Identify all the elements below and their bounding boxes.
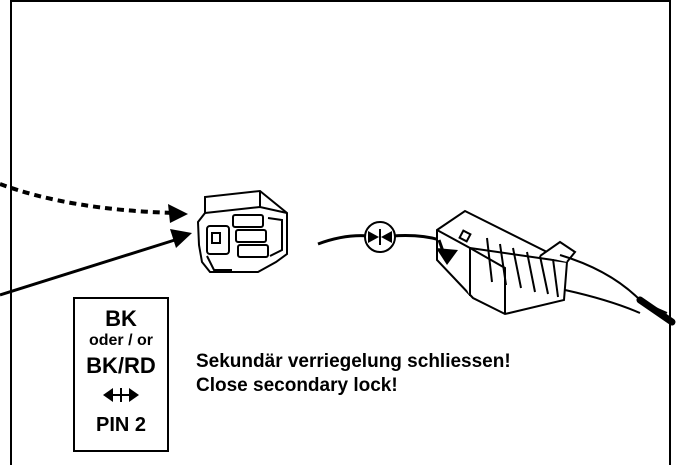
mating-indicator-icon xyxy=(364,221,396,253)
wire-info-box: BK oder / or BK/RD PIN 2 xyxy=(73,297,169,452)
dashed-arrow xyxy=(0,182,176,215)
wire-color-alternative: BK/RD xyxy=(86,353,156,378)
solid-arrow xyxy=(0,237,179,297)
wire-right xyxy=(391,234,441,242)
plug-connector xyxy=(436,209,577,316)
dashed-arrow-head xyxy=(168,204,188,223)
wire-color-primary: BK xyxy=(105,306,137,331)
pin-label: PIN 2 xyxy=(95,414,147,436)
instruction-german: Sekundär verriegelung schliessen! xyxy=(196,351,511,372)
double-arrow-icon xyxy=(75,385,167,409)
cable xyxy=(636,296,676,326)
wire-left xyxy=(317,234,370,246)
insertion-arrow-head xyxy=(436,248,458,265)
solid-arrow-head xyxy=(170,229,192,248)
secondary-lock-icon xyxy=(196,189,288,273)
instruction-english: Close secondary lock! xyxy=(196,375,398,396)
cable-sleeve-lower xyxy=(564,289,641,314)
instruction-text: Sekundär verriegelung schliessen! Close … xyxy=(196,350,511,398)
wire-or-text: oder / or xyxy=(88,332,153,349)
